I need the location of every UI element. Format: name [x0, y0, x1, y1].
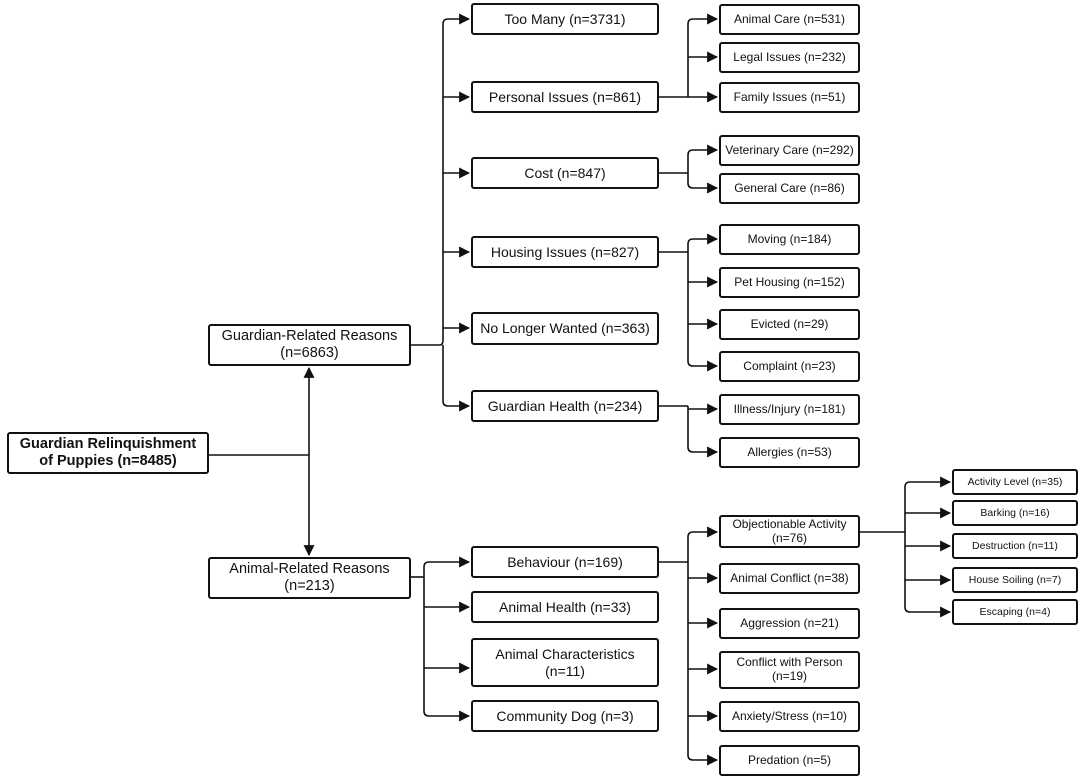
cost-node: Cost (n=847)	[471, 157, 659, 189]
animal-characteristics-node: Animal Characteristics (n=11)	[471, 638, 659, 687]
guardian-health-node: Guardian Health (n=234)	[471, 390, 659, 422]
animal-related-node: Animal-Related Reasons (n=213)	[208, 557, 411, 599]
activity-level-node: Activity Level (n=35)	[952, 469, 1078, 495]
family-issues-node: Family Issues (n=51)	[719, 82, 860, 113]
predation-node: Predation (n=5)	[719, 745, 860, 776]
destruction-node: Destruction (n=11)	[952, 533, 1078, 559]
barking-node: Barking (n=16)	[952, 500, 1078, 526]
community-dog-node: Community Dog (n=3)	[471, 700, 659, 732]
personal-issues-node: Personal Issues (n=861)	[471, 81, 659, 113]
allergies-node: Allergies (n=53)	[719, 437, 860, 468]
moving-node: Moving (n=184)	[719, 224, 860, 255]
pet-housing-node: Pet Housing (n=152)	[719, 267, 860, 298]
animal-care-node: Animal Care (n=531)	[719, 4, 860, 35]
complaint-node: Complaint (n=23)	[719, 351, 860, 382]
guardian-related-node: Guardian-Related Reasons (n=6863)	[208, 324, 411, 366]
general-care-node: General Care (n=86)	[719, 173, 860, 204]
no-longer-wanted-node: No Longer Wanted (n=363)	[471, 312, 659, 345]
too-many-node: Too Many (n=3731)	[471, 3, 659, 35]
escaping-node: Escaping (n=4)	[952, 599, 1078, 625]
house-soiling-node: House Soiling (n=7)	[952, 567, 1078, 593]
root-node: Guardian Relinquishment of Puppies (n=84…	[7, 432, 209, 474]
animal-conflict-node: Animal Conflict (n=38)	[719, 563, 860, 594]
behaviour-node: Behaviour (n=169)	[471, 546, 659, 578]
veterinary-care-node: Veterinary Care (n=292)	[719, 135, 860, 166]
housing-issues-node: Housing Issues (n=827)	[471, 236, 659, 268]
illness-injury-node: Illness/Injury (n=181)	[719, 394, 860, 425]
legal-issues-node: Legal Issues (n=232)	[719, 42, 860, 73]
evicted-node: Evicted (n=29)	[719, 309, 860, 340]
objectionable-activity-node: Objectionable Activity (n=76)	[719, 515, 860, 548]
aggression-node: Aggression (n=21)	[719, 608, 860, 639]
conflict-with-person-node: Conflict with Person (n=19)	[719, 651, 860, 689]
animal-health-node: Animal Health (n=33)	[471, 591, 659, 623]
anxiety-stress-node: Anxiety/Stress (n=10)	[719, 701, 860, 732]
